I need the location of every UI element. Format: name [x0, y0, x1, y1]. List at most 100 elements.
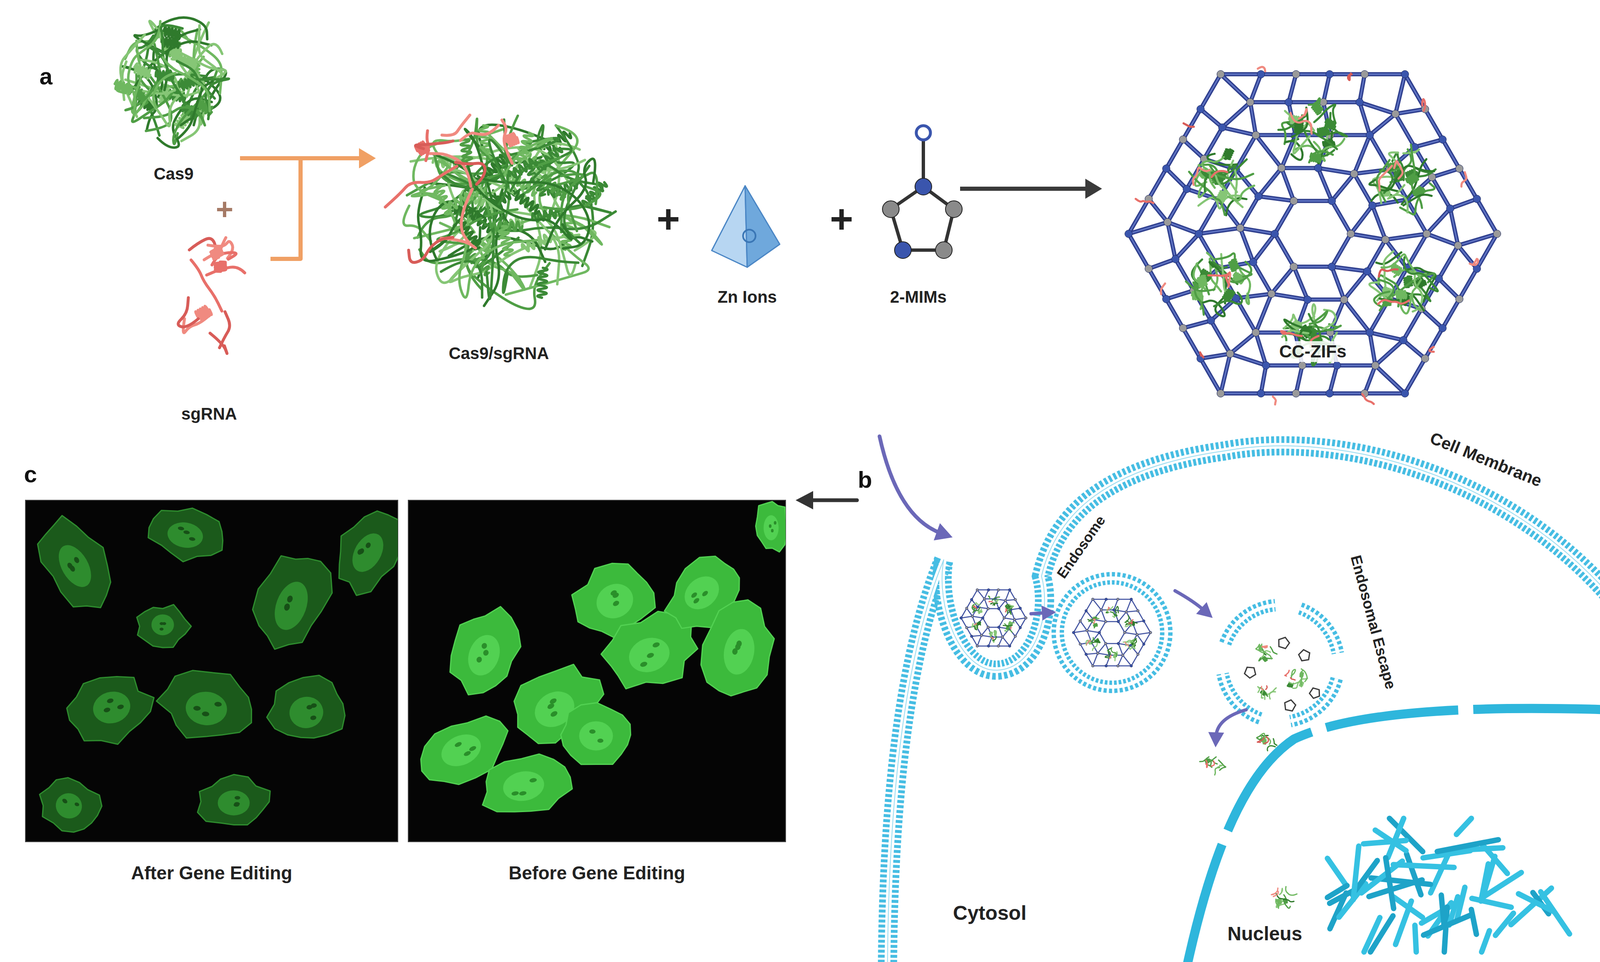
protein-ribbon	[1262, 645, 1268, 648]
protein-ribbon	[1378, 165, 1392, 191]
imidazole-ring	[1278, 637, 1290, 649]
protein-helix	[537, 267, 548, 298]
nucleolus	[482, 649, 490, 657]
nucleolus	[511, 790, 520, 797]
protein-helix	[1311, 102, 1323, 115]
zif-atom	[1091, 664, 1095, 668]
zif-atom	[959, 616, 963, 620]
nucleolus	[234, 801, 241, 806]
protein-helix	[1317, 127, 1330, 137]
label-holder: Cytosol	[952, 901, 1027, 925]
zif-atom	[1001, 635, 1004, 639]
zif-atom	[1216, 389, 1225, 397]
protein-ribbon	[1115, 606, 1119, 613]
protein-ribbon	[1200, 352, 1204, 358]
zif-atom	[986, 625, 990, 629]
cell	[561, 702, 631, 765]
figure-label: b	[857, 466, 873, 493]
nucleolus	[364, 541, 372, 549]
protein-ribbon	[1008, 604, 1014, 608]
atom	[894, 241, 912, 259]
protein-ribbon	[178, 297, 199, 327]
tetrahedron-face	[745, 185, 780, 268]
chromatin	[1423, 914, 1472, 936]
imidazole-ring	[1284, 699, 1296, 711]
protein-ribbon	[991, 637, 994, 640]
cell-nucleus	[287, 693, 327, 731]
figure-node: After Gene Editing	[25, 500, 398, 885]
zif-atom	[1251, 131, 1260, 140]
protein-helix	[1198, 275, 1207, 288]
zif-atom	[1298, 361, 1307, 370]
arrowhead	[358, 148, 376, 169]
protein-ribbon	[993, 599, 999, 604]
zif-atom	[1277, 164, 1286, 172]
zif-atom	[1360, 70, 1369, 79]
zif-atom	[1493, 230, 1501, 238]
protein-ribbon	[1461, 171, 1467, 187]
lipid-bilayer	[887, 445, 1600, 962]
zif-atom	[1018, 626, 1022, 629]
zif-atom	[1182, 185, 1191, 193]
zn-ion	[743, 229, 756, 243]
protein-ribbon	[1160, 283, 1166, 295]
cell	[240, 544, 342, 661]
protein-ribbon	[973, 605, 977, 609]
zif-atom	[1292, 389, 1300, 397]
figure-label: a	[39, 63, 53, 90]
zif-atom	[1162, 164, 1171, 173]
protein-ribbon	[1289, 677, 1302, 684]
nucleolus	[646, 651, 655, 659]
zif-atom	[1004, 599, 1007, 602]
protein-ribbon	[988, 601, 993, 602]
zif-atom	[1085, 629, 1089, 632]
nuclear-envelope	[1185, 708, 1600, 962]
protein-ribbon	[1265, 685, 1267, 690]
zif-atom	[1098, 631, 1101, 634]
zif-atom	[1292, 70, 1300, 79]
protein-ribbon	[1007, 609, 1011, 614]
protein-ribbon	[971, 623, 975, 627]
protein-ribbon	[1256, 644, 1266, 653]
protein-ribbon	[1093, 618, 1096, 624]
protein-ribbon	[1005, 608, 1008, 612]
node-label: CC-ZIFs	[1276, 341, 1350, 362]
nucleolus	[639, 660, 648, 668]
cell	[26, 505, 129, 622]
protein-ribbon	[434, 156, 561, 185]
figure-node: 2-MIMs	[876, 116, 961, 307]
figure-label: c	[23, 460, 37, 488]
tetrahedron-face	[711, 185, 748, 268]
cell	[153, 667, 256, 744]
broken-endosome	[1290, 678, 1337, 721]
cell	[755, 501, 786, 552]
protein-ribbon	[1091, 639, 1097, 643]
zif-atom	[1423, 230, 1431, 238]
zif-atom	[1162, 295, 1171, 303]
broken-endosome-core	[1290, 678, 1337, 721]
cell-body	[438, 595, 531, 706]
protein-ribbon	[480, 178, 589, 249]
cell-nucleus	[52, 539, 99, 593]
zif-bond-highlight	[1128, 74, 1498, 394]
nucleolus	[177, 525, 185, 531]
figure-node: Cas9/sgRNA	[375, 87, 622, 364]
zif-atom	[1079, 619, 1082, 622]
zif-atom	[1195, 230, 1203, 238]
nucleolus	[283, 602, 291, 612]
zif-bonds	[1073, 599, 1151, 666]
zif-atom	[981, 616, 984, 620]
cell-nucleus	[217, 790, 251, 816]
zif-atom	[1013, 598, 1017, 601]
cell-nucleus	[763, 515, 779, 541]
zif-atom	[1136, 652, 1140, 656]
chromatin	[1471, 898, 1512, 908]
protein-ribbon	[1123, 641, 1135, 646]
nucleolus	[356, 548, 364, 556]
zif-atom	[1121, 653, 1125, 657]
zif-atom	[1013, 634, 1017, 638]
protein-ribbon	[1210, 165, 1254, 180]
nucleolus	[549, 710, 559, 718]
protein-ribbon	[974, 626, 978, 630]
